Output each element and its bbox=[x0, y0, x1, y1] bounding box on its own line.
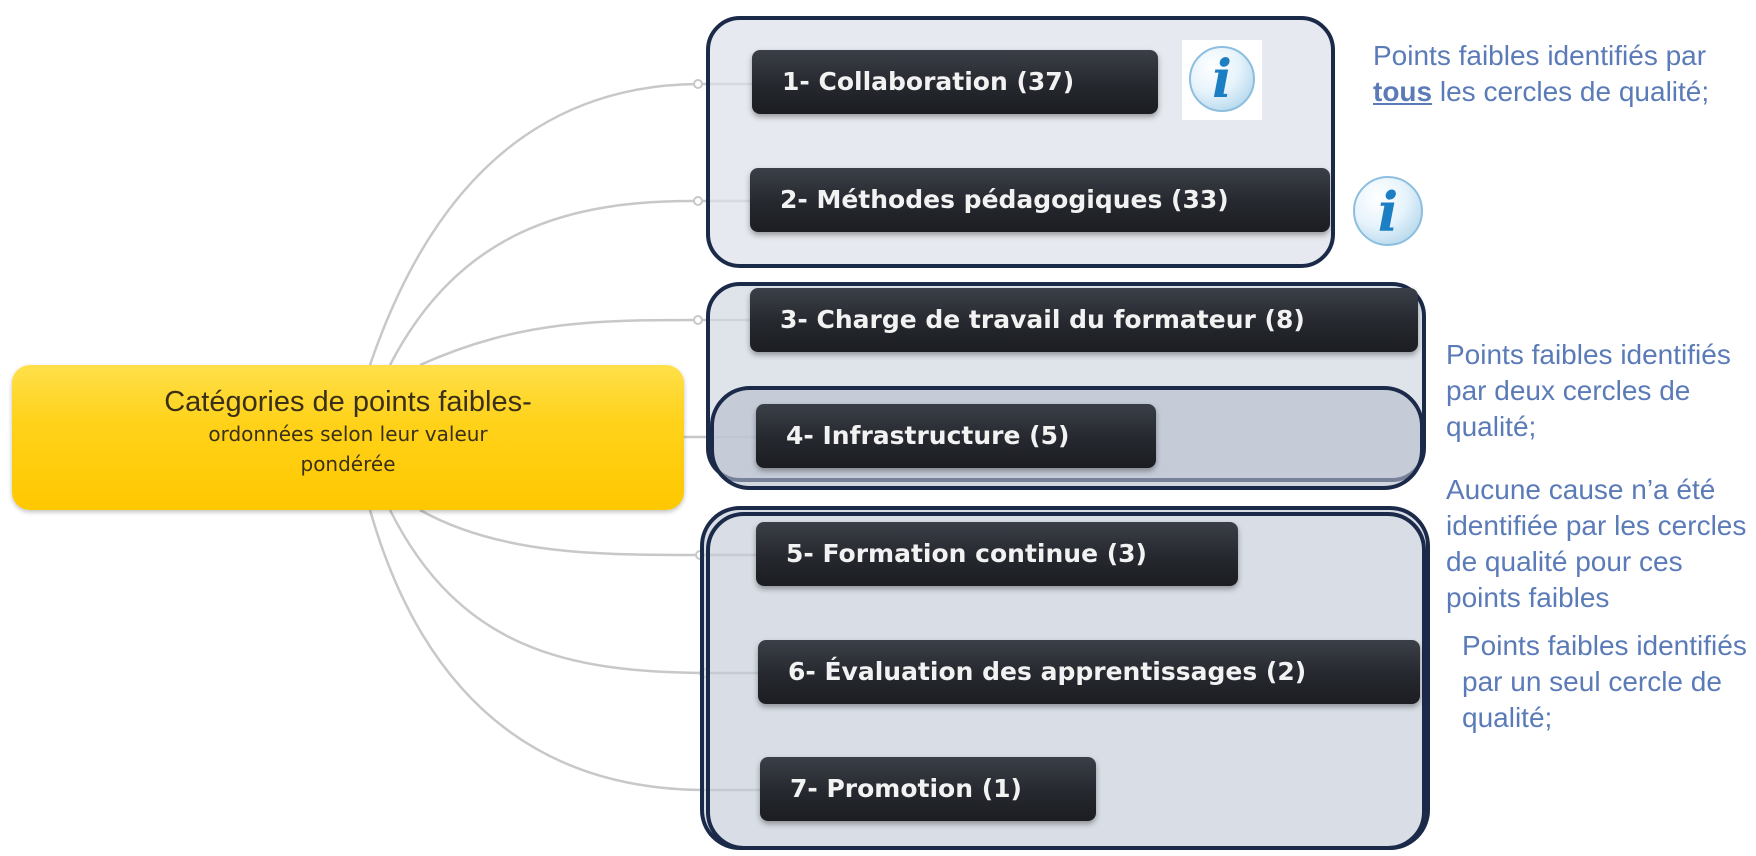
branch-node-promotion[interactable]: 7- Promotion (1) bbox=[760, 757, 1096, 821]
connector-dot-3 bbox=[693, 315, 703, 325]
note-all-circles-before: Points faibles identifiés par bbox=[1373, 40, 1707, 71]
root-node[interactable]: Catégories de points faibles- ordonnées … bbox=[12, 365, 684, 510]
group-frame-one-circle-inner bbox=[706, 512, 1426, 850]
note-two-circles: Points faibles identifiés par deux cercl… bbox=[1446, 339, 1731, 442]
branch-node-collaboration[interactable]: 1- Collaboration (37) bbox=[752, 50, 1158, 114]
info-icon[interactable]: i bbox=[1189, 46, 1255, 112]
note-one-circle: Points faibles identifiés par un seul ce… bbox=[1462, 630, 1747, 733]
connector-dot-2 bbox=[693, 196, 703, 206]
branch-node-formation-continue[interactable]: 5- Formation continue (3) bbox=[756, 522, 1238, 586]
connector-3 bbox=[419, 318, 750, 367]
connector-7 bbox=[368, 509, 760, 792]
connector-6 bbox=[388, 509, 758, 675]
branch-node-charge-de-travail[interactable]: 3- Charge de travail du formateur (8) bbox=[750, 288, 1418, 352]
note-all-circles: Points faibles identifiés par tous les c… bbox=[1373, 38, 1733, 110]
branch-node-infrastructure[interactable]: 4- Infrastructure (5) bbox=[756, 404, 1156, 468]
connector-5 bbox=[419, 508, 756, 557]
root-subtitle-line2: pondérée bbox=[300, 452, 396, 476]
branch-node-evaluation-apprentissages[interactable]: 6- Évaluation des apprentissages (2) bbox=[758, 640, 1420, 704]
note-no-cause: Aucune cause n’a été identifiée par les … bbox=[1446, 474, 1747, 613]
root-title: Catégories de points faibles- bbox=[164, 386, 532, 418]
note-all-circles-emphasis: tous bbox=[1373, 76, 1433, 107]
branch-node-methodes-pedagogiques[interactable]: 2- Méthodes pédagogiques (33) bbox=[750, 168, 1330, 232]
root-subtitle-line1: ordonnées selon leur valeur bbox=[208, 422, 488, 446]
note-all-circles-after: les cercles de qualité; bbox=[1432, 76, 1710, 107]
info-icon[interactable]: i bbox=[1353, 176, 1423, 246]
connector-dot-1 bbox=[693, 79, 703, 89]
connector-1 bbox=[368, 82, 752, 366]
connector-2 bbox=[388, 199, 750, 366]
